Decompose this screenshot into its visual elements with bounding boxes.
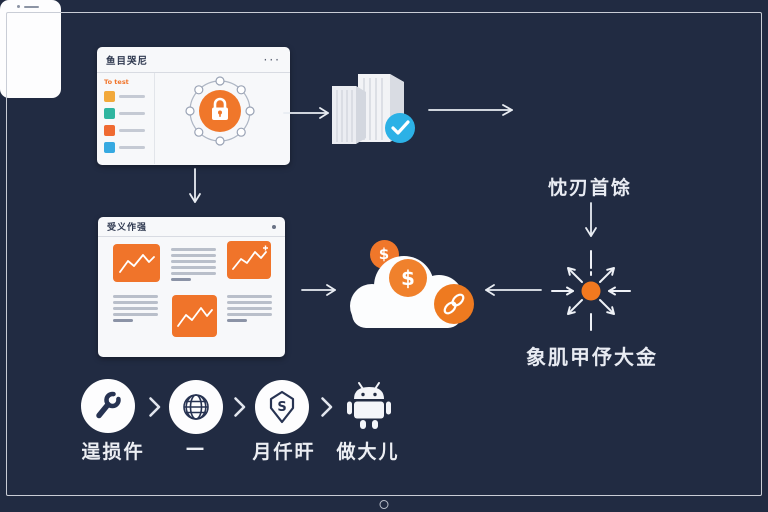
lock-network-graphic xyxy=(185,76,255,146)
text-block xyxy=(113,295,158,322)
globe-icon xyxy=(183,394,209,420)
line-chart-icon xyxy=(119,254,155,273)
arrow-right-icon xyxy=(428,104,513,116)
dollar-symbol: $ xyxy=(378,245,390,263)
window2-title: 受义作强 xyxy=(107,223,148,233)
window1-title: 鱼目哭尼 xyxy=(106,55,149,67)
radiating-arrows-icon xyxy=(551,250,631,331)
window1-titlebar: 鱼目哭尼 ··· xyxy=(97,47,290,73)
sidebar-item-bar xyxy=(119,129,145,132)
sidebar-heading: To test xyxy=(104,78,129,86)
shield-dollar-icon: S xyxy=(269,390,295,424)
line-chart-icon xyxy=(232,245,268,270)
hub-caption: 象肌甲伃大金 xyxy=(526,345,658,369)
buildings-icon xyxy=(332,74,415,144)
phone-screen: $ xyxy=(6,12,762,496)
chart-card xyxy=(227,241,271,279)
link-icon xyxy=(434,284,474,324)
analytics-window: 受义作强 xyxy=(98,217,285,357)
android-icon xyxy=(347,382,391,429)
chevron-right-icon xyxy=(321,397,333,417)
chart-card xyxy=(172,295,217,337)
arrow-down-icon xyxy=(585,202,597,237)
square-bullet-icon xyxy=(104,125,115,136)
window1-main xyxy=(155,73,290,164)
step-shield: S xyxy=(255,380,309,434)
window1-sidebar: To test xyxy=(97,73,155,164)
check-icon xyxy=(385,113,415,143)
dollar-icon: $ xyxy=(389,259,427,297)
square-bullet-icon xyxy=(104,108,115,119)
home-button-icon xyxy=(379,500,389,509)
sidebar-item xyxy=(104,142,147,153)
step-wrench xyxy=(81,379,135,433)
arrow-down-icon xyxy=(189,168,201,203)
lock-icon xyxy=(212,97,228,120)
svg-text:$: $ xyxy=(401,266,415,290)
ellipsis-icon: ··· xyxy=(263,52,281,67)
phone-caption: 忱刃首馀 xyxy=(547,177,632,199)
text-block xyxy=(227,295,272,322)
sidebar-item xyxy=(104,125,147,136)
svg-text:S: S xyxy=(277,400,286,415)
square-bullet-icon xyxy=(104,142,115,153)
chevron-right-icon xyxy=(149,397,161,417)
camera-dot-icon xyxy=(17,5,20,8)
wrench-icon xyxy=(96,391,121,419)
dot-icon xyxy=(272,224,276,229)
security-dashboard-window: 鱼目哭尼 ··· To test xyxy=(97,47,290,165)
arrow-right-icon xyxy=(301,284,336,296)
speaker-icon xyxy=(24,5,39,8)
sidebar-item-bar xyxy=(119,95,145,98)
window2-content xyxy=(98,237,285,356)
step-label: 做大儿 xyxy=(336,441,400,463)
sidebar-item xyxy=(104,108,147,119)
arrow-right-icon xyxy=(283,107,329,119)
step-globe xyxy=(169,380,223,434)
chevron-right-icon xyxy=(234,397,246,417)
cloud-icon: $ xyxy=(350,256,474,328)
text-block xyxy=(171,248,216,281)
step-label: 月仟旰 xyxy=(252,441,316,463)
square-bullet-icon xyxy=(104,91,115,102)
arrow-left-icon xyxy=(485,284,542,296)
ring-nodes xyxy=(185,76,255,146)
step-label: — xyxy=(185,437,207,459)
sidebar-item-bar xyxy=(119,146,145,149)
window2-titlebar: 受义作强 xyxy=(98,217,285,237)
line-chart-icon xyxy=(177,307,213,327)
step-label: 逞损仵 xyxy=(81,441,145,463)
sidebar-item xyxy=(104,91,147,102)
chart-card xyxy=(113,244,160,282)
sidebar-item-bar xyxy=(119,112,145,115)
